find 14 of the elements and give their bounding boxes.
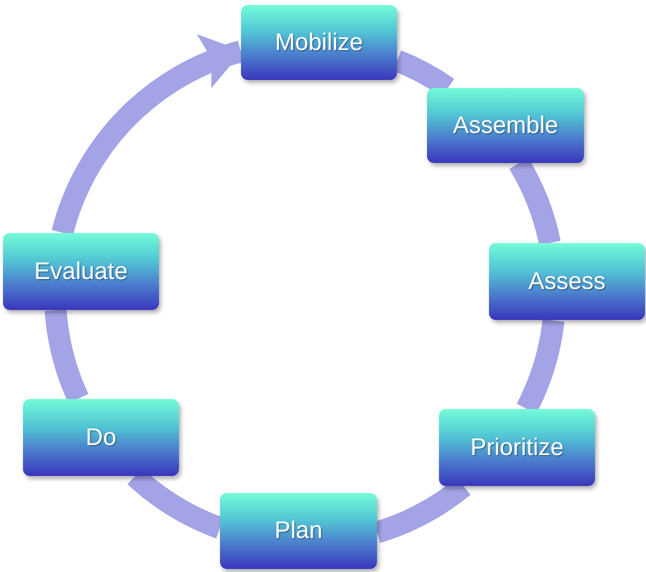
step-label: Evaluate [34, 258, 128, 286]
step-box [439, 409, 595, 486]
step-box [489, 243, 645, 320]
step-box [220, 493, 377, 569]
step-box [3, 233, 159, 310]
step-box [427, 88, 584, 163]
step-label: Assemble [452, 112, 558, 140]
step-label: Mobilize [274, 28, 364, 56]
step-label: Do [86, 424, 116, 452]
step-label: Assess [528, 268, 606, 296]
step-box [241, 5, 397, 80]
step-box [23, 399, 179, 476]
step-label: Plan [274, 517, 323, 545]
step-label: Prioritize [470, 434, 564, 462]
